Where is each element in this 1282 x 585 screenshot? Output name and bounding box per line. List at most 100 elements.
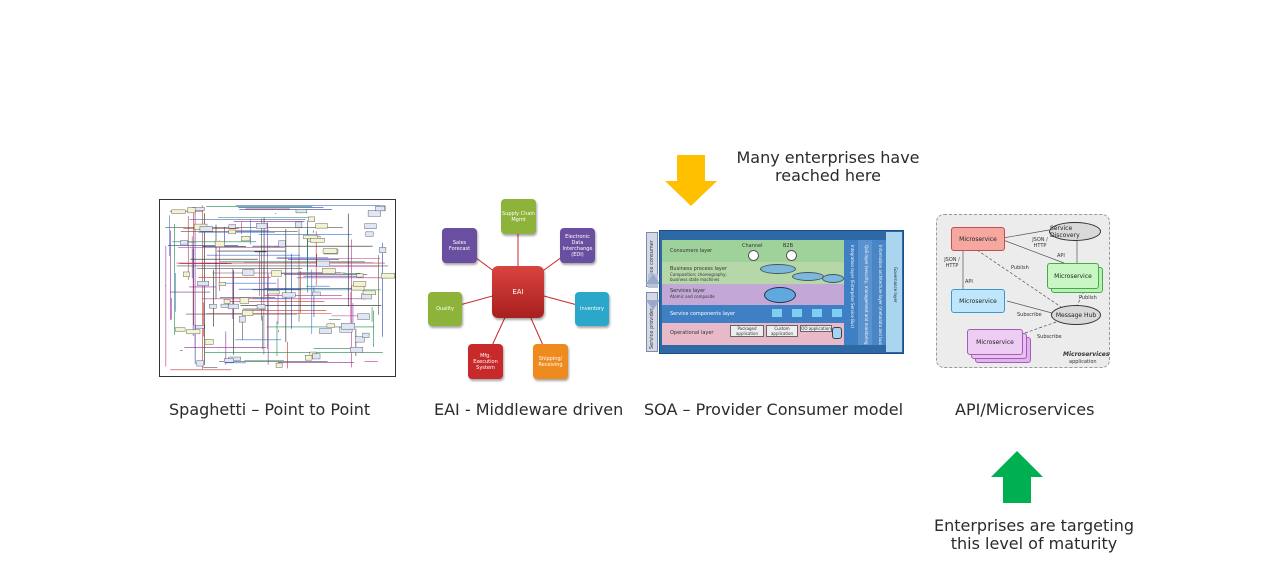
spaghetti-system-box — [364, 223, 377, 229]
microservices-connectors — [962, 229, 1085, 334]
soa-business-layer: Business process layer Composition; chor… — [662, 262, 844, 284]
soa-service-blob — [764, 287, 796, 303]
soa-qos-label: QoS layer (security, management and moni… — [864, 245, 869, 345]
spaghetti-system-box — [275, 362, 283, 368]
message-hub-node: Message Hub — [1051, 305, 1101, 325]
spaghetti-system-box — [326, 323, 335, 328]
spaghetti-system-box — [351, 285, 365, 291]
soa-services-layer: Services layer Atomic and composite — [662, 284, 844, 305]
spaghetti-system-box — [186, 329, 201, 335]
spaghetti-system-box — [183, 271, 190, 277]
spaghetti-system-box — [362, 290, 376, 295]
spaghetti-system-box — [350, 347, 364, 353]
target-note-line2: this level of maturity — [950, 534, 1118, 553]
spaghetti-system-box — [341, 323, 355, 330]
spaghetti-system-box — [367, 210, 381, 217]
spaghetti-system-box — [379, 247, 387, 253]
spaghetti-diagram — [159, 199, 396, 377]
soa-consumers-layer: Consumers layer Channel B2B — [662, 240, 844, 262]
spaghetti-system-box — [197, 281, 209, 287]
microservices-footer: Microservices — [1063, 351, 1110, 358]
soa-operational-layer: Operational layer Packaged application C… — [662, 323, 844, 345]
spaghetti-system-box — [312, 353, 321, 360]
eai-node-quality: Quality — [428, 292, 462, 326]
soa-packaged-app: Packaged application — [730, 325, 764, 337]
soa-component-box — [792, 309, 802, 317]
soa-information-label: Information architecture layer (metadata… — [878, 245, 883, 345]
soa-custom-app: Custom application — [766, 325, 798, 337]
spaghetti-system-box — [242, 269, 255, 276]
spaghetti-system-box — [322, 248, 338, 254]
eai-node-shipping: Shipping/ Receiving — [533, 344, 568, 379]
down-arrow-icon — [665, 155, 717, 206]
spaghetti-system-box — [228, 229, 236, 235]
spaghetti-system-box — [204, 339, 214, 345]
eai-hub: EAI — [492, 266, 544, 318]
soa-diagram: Service consumer Service provider Consum… — [646, 230, 904, 354]
microservice-node-right: Microservice — [1047, 263, 1099, 289]
soa-operational-layer-label: Operational layer — [670, 330, 714, 336]
microservice-node-bottom: Microservice — [967, 329, 1023, 355]
soa-business-layer-sub: Composition; choreography; business stat… — [670, 272, 727, 282]
spaghetti-system-box — [362, 332, 370, 338]
spaghetti-system-box — [312, 291, 321, 296]
soa-process-blob — [822, 274, 844, 283]
microservice-node-top: Microservice — [951, 227, 1005, 251]
spaghetti-system-box — [375, 206, 386, 212]
spaghetti-system-box — [196, 360, 204, 367]
spaghetti-system-box — [171, 209, 186, 214]
spaghetti-system-box — [310, 238, 325, 243]
spaghetti-system-box — [321, 268, 336, 274]
soa-components-layer-label: Service components layer — [670, 311, 736, 317]
soa-governance-label: Governance layer — [893, 267, 898, 303]
up-arrow-icon — [991, 451, 1043, 503]
soa-integration-layer: Integration layer (Enterprise Service Bu… — [844, 240, 858, 345]
spaghetti-system-box — [174, 327, 186, 332]
spaghetti-system-box — [242, 310, 254, 316]
spaghetti-system-box — [316, 260, 330, 267]
spaghetti-system-box — [180, 240, 188, 246]
microservices-footer-sub: application — [1069, 359, 1097, 365]
caption-microservices: API/Microservices — [955, 400, 1095, 419]
caption-spaghetti: Spaghetti – Point to Point — [169, 400, 371, 419]
json-http-label: JSON / HTTP — [1032, 237, 1048, 249]
soa-information-layer: Information architecture layer (metadata… — [872, 240, 886, 345]
soa-oo-app: OO application — [800, 325, 832, 332]
spaghetti-system-box — [241, 236, 251, 242]
soa-services-layer-sub: Atomic and composite — [670, 294, 715, 299]
spaghetti-system-box — [220, 303, 229, 308]
spaghetti-system-box — [305, 355, 313, 361]
spaghetti-system-box — [228, 224, 237, 229]
caption-eai: EAI - Middleware driven — [434, 400, 624, 419]
spaghetti-system-box — [281, 292, 296, 298]
eai-node-inventory: Inventory — [575, 292, 609, 326]
spaghetti-lines — [165, 205, 395, 371]
soa-governance-layer: Governance layer — [886, 232, 902, 352]
soa-integration-label: Integration layer (Enterprise Service Bu… — [850, 245, 855, 329]
spaghetti-system-box — [271, 270, 282, 277]
reached-note-line1: Many enterprises have — [736, 148, 920, 167]
target-note-line1: Enterprises are targeting — [933, 516, 1135, 535]
publish-label: Publish — [1011, 265, 1029, 271]
soa-consumers-layer-label: Consumers layer — [670, 248, 713, 254]
api-label: API — [1057, 253, 1065, 259]
json-http-label: JSON / HTTP — [944, 257, 960, 269]
soa-process-blob — [760, 264, 796, 274]
soa-component-box — [812, 309, 822, 317]
microservices-diagram: Microservice Service Discovery Microserv… — [936, 214, 1110, 368]
subscribe-label: Subscribe — [1037, 334, 1062, 340]
soa-provider-label: Service provider — [649, 308, 655, 349]
eai-diagram: EAI Supply Chain Mgmt Electronic Data In… — [425, 196, 615, 382]
soa-channel-label: Channel — [742, 243, 763, 249]
target-note: Enterprises are targeting this level of … — [924, 517, 1144, 553]
spaghetti-system-box — [238, 316, 246, 323]
spaghetti-system-box — [295, 221, 303, 228]
soa-process-blob — [792, 272, 824, 281]
soa-services-layer-label: Services layer — [670, 288, 706, 294]
caption-soa: SOA – Provider Consumer model — [644, 400, 904, 419]
reached-note-line2: reached here — [775, 166, 881, 185]
spaghetti-system-box — [214, 240, 225, 248]
spaghetti-system-box — [218, 282, 226, 286]
reached-note: Many enterprises have reached here — [728, 149, 928, 185]
spaghetti-system-box — [256, 223, 268, 229]
